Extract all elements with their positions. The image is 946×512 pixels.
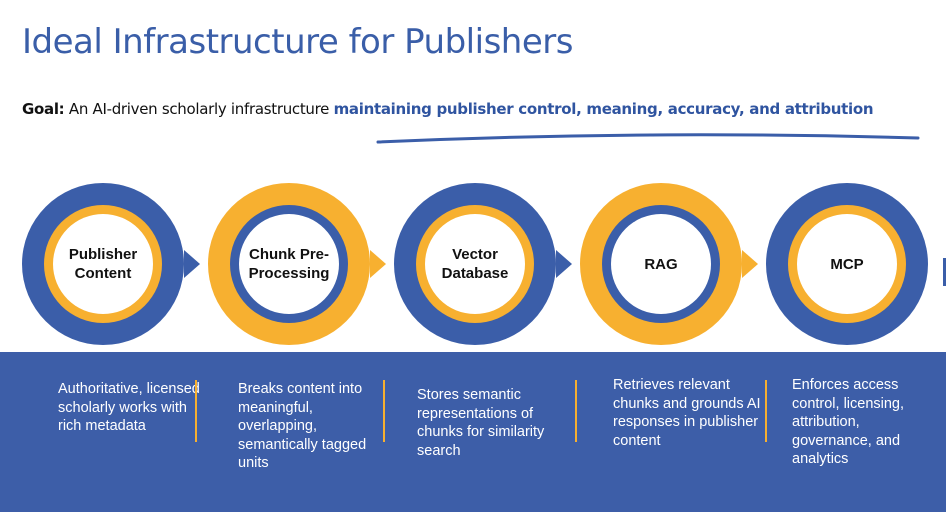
step-description: Breaks content into meaningful, overlapp… [238,381,367,471]
page-title: Ideal Infrastructure for Publishers [22,22,573,62]
step-rag: RAG [580,183,758,359]
goal-text: An AI-driven scholarly infrastructure [64,100,334,118]
column-divider [195,380,197,442]
pipeline-flow: Publisher Content Chunk Pre- Processing … [0,175,946,350]
column-divider [383,380,385,442]
step-description: Retrieves relevant chunks and grounds AI… [613,377,761,449]
step-label: RAG [611,214,711,314]
step-description: Authoritative, licensed scholarly works … [58,381,200,434]
goal-underline [376,133,920,144]
column-divider [765,380,767,442]
step-label: MCP [797,214,897,314]
step-label: Chunk Pre- Processing [239,214,339,314]
goal-statement: Goal: An AI-driven scholarly infrastruct… [22,100,874,118]
arrow-right-icon [742,250,758,278]
step-mcp: MCP [766,183,928,359]
goal-highlight: maintaining publisher control, meaning, … [333,100,874,118]
step-description: Stores semantic representations of chunk… [417,387,545,459]
step-label: Publisher Content [53,214,153,314]
step-vector-database: Vector Database [394,183,572,359]
step-chunk-preprocessing: Chunk Pre- Processing [208,183,386,359]
arrow-right-icon [556,250,572,278]
step-label: Vector Database [425,214,525,314]
arrow-right-icon [184,250,200,278]
goal-label: Goal: [22,100,65,118]
step-publisher-content: Publisher Content [22,183,200,359]
step-description: Enforces access control, licensing, attr… [792,377,905,467]
column-divider [575,380,577,442]
arrow-right-icon [370,250,386,278]
edge-decoration [943,258,946,286]
descriptions-band: Authoritative, licensed scholarly works … [0,352,946,512]
